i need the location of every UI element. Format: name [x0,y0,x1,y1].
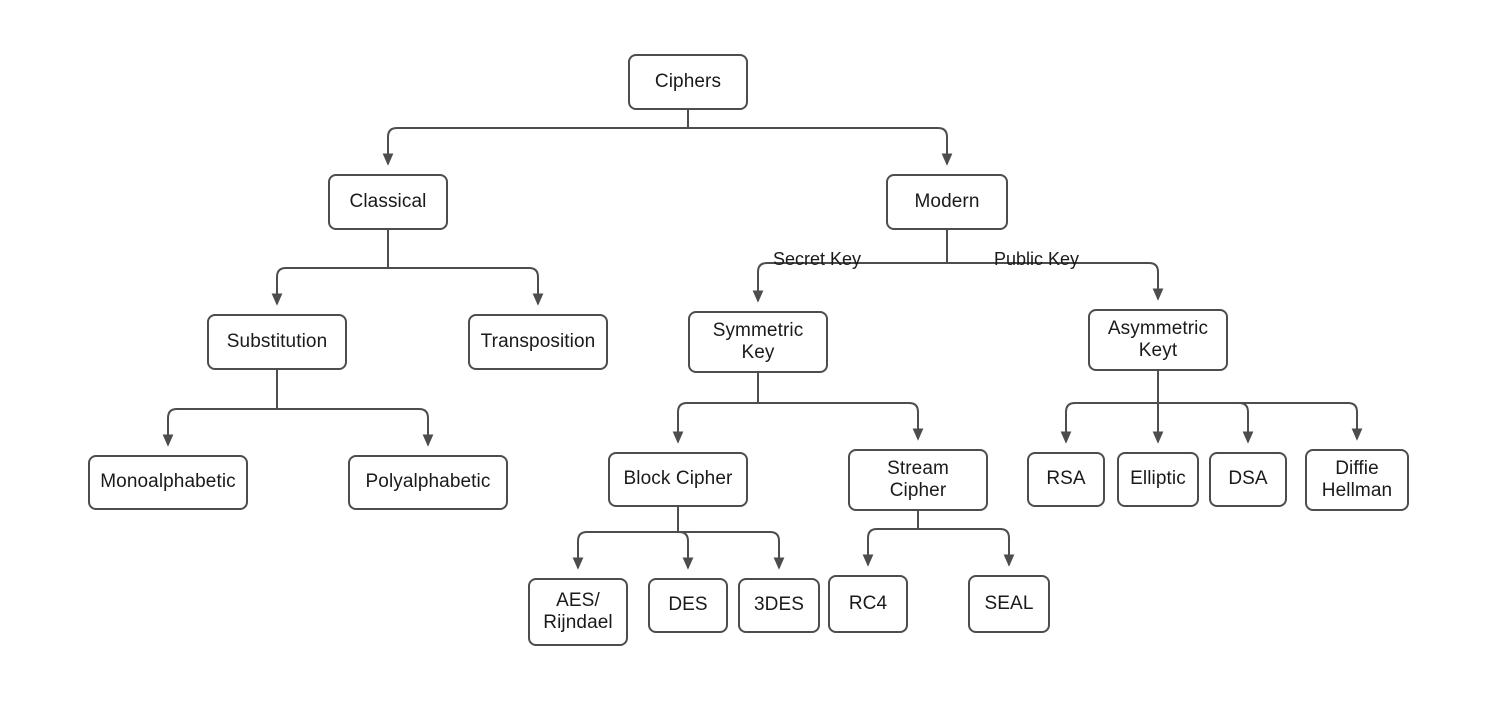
edge-modern-to-asymmetric [947,262,1164,301]
node-dsa[interactable]: DSA [1209,452,1287,507]
node-seal[interactable]: SEAL [968,575,1050,633]
edge-ciphers-to-modern [688,127,953,166]
edge-classical-to-transposition [388,267,544,306]
edge-label-secret-key: Secret Key [773,249,862,269]
node-symmetric[interactable]: Symmetric Key [688,311,828,373]
node-polyalphabetic[interactable]: Polyalphabetic [348,455,508,510]
edge-asymmetric-to-dsa [1158,402,1254,444]
edge-classical-to-substitution [271,267,388,306]
node-3des[interactable]: 3DES [738,578,820,633]
node-monoalphabetic[interactable]: Monoalphabetic [88,455,248,510]
edge-block-to-des [678,531,694,570]
edge-symmetric-to-stream [758,402,924,441]
node-rc4[interactable]: RC4 [828,575,908,633]
edge-ciphers-to-classical [382,127,688,166]
edge-symmetric-to-block [672,402,758,444]
node-diffie[interactable]: Diffie Hellman [1305,449,1409,511]
node-classical[interactable]: Classical [328,174,448,230]
edge-substitution-to-polyalphabetic [277,408,434,447]
edge-label-public-key: Public Key [994,249,1080,269]
node-transposition[interactable]: Transposition [468,314,608,370]
node-modern[interactable]: Modern [886,174,1008,230]
edge-substitution-to-monoalphabetic [162,408,277,447]
edge-stream-to-rc4 [862,528,918,567]
node-aes[interactable]: AES/ Rijndael [528,578,628,646]
node-substitution[interactable]: Substitution [207,314,347,370]
node-stream[interactable]: Stream Cipher [848,449,988,511]
edge-asymmetric-to-rsa [1060,402,1158,444]
node-rsa[interactable]: RSA [1027,452,1105,507]
node-ciphers[interactable]: Ciphers [628,54,748,110]
node-block[interactable]: Block Cipher [608,452,748,507]
node-asymmetric[interactable]: Asymmetric Keyt [1088,309,1228,371]
node-elliptic[interactable]: Elliptic [1117,452,1199,507]
edge-paths [162,110,1363,570]
edge-modern-to-symmetric [752,262,947,303]
node-des[interactable]: DES [648,578,728,633]
edge-block-to-3des [678,531,785,570]
edge-stream-to-seal [918,528,1015,567]
edge-block-to-aes [572,531,678,570]
edge-asymmetric-to-diffie [1158,402,1363,441]
